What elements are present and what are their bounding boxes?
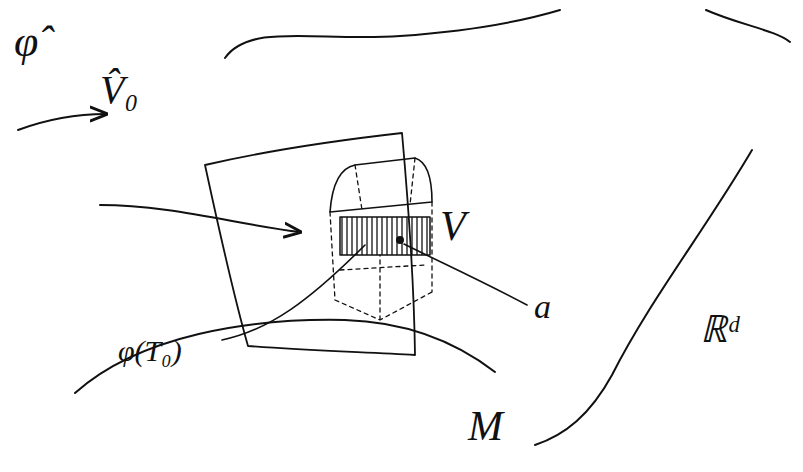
map-symbol: φ̂ [14, 20, 38, 64]
a-leader [404, 244, 527, 305]
v0-hat-arrow [100, 205, 300, 232]
box-dashes [330, 158, 432, 320]
space-label: ℝᵈ [700, 310, 739, 348]
point-label: a [534, 290, 551, 324]
manifold-label: M [468, 405, 503, 447]
manifold-top-edge [225, 10, 560, 58]
manifold-right-edge [535, 10, 790, 445]
manifold-bottom-edge [75, 320, 495, 393]
box-top [330, 158, 432, 212]
phi-t0-leader [222, 245, 365, 340]
phi-hat-arrow [18, 114, 106, 130]
set-symbol: V [440, 205, 466, 247]
image-label: φ(T₀) [118, 336, 182, 366]
point-a [397, 237, 403, 243]
set-symbol: V̂₀ [100, 70, 138, 110]
